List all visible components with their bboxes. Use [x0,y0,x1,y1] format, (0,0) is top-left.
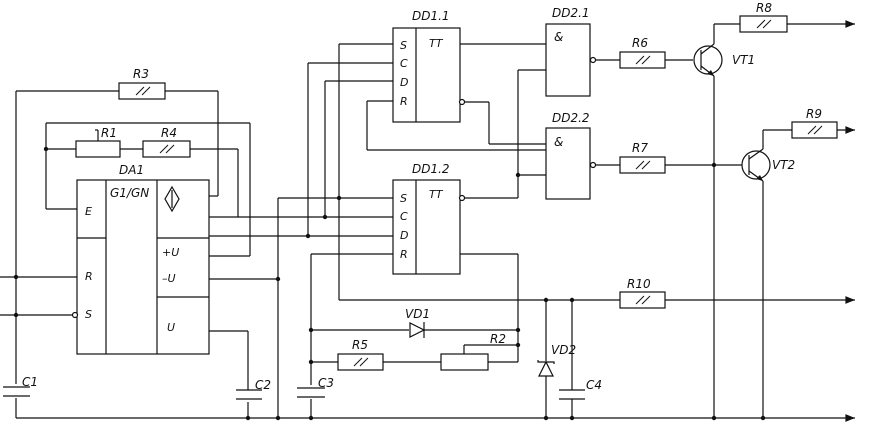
resistor-r4: R4 [142,126,191,158]
dd11-label: DD1.1 [412,9,450,23]
capacitor-c2: C2 [236,378,271,400]
capacitor-c3: C3 [297,376,334,398]
dd21-label: DD2.1 [552,6,590,20]
vt1-label: VT1 [732,53,755,67]
dd11-function: TT [429,37,444,50]
c4-label: C4 [586,378,602,392]
dd12-label: DD1.2 [412,162,450,176]
chip-da1: DA1 G1/GN E R S +U –U U [76,163,210,355]
da1-pin-r: R [85,270,93,283]
vt2-label: VT2 [772,158,795,172]
r6-label: R6 [632,36,648,50]
diode-vd1: VD1 [311,307,518,338]
dd12-pin-s: S [400,192,407,205]
diamond-arrow-icon [164,185,180,213]
diode-vd2: VD2 [537,300,576,418]
c3-label: C3 [318,376,334,390]
da1-label: DA1 [119,163,144,177]
r3-label: R3 [133,67,149,81]
r1-label: R1 [101,126,117,140]
r4-label: R4 [161,126,177,140]
resistor-r5: R5 [311,338,384,371]
resistor-r7: R7 [619,141,666,174]
gate-dd2-1: DD2.1 & [545,6,591,97]
resistor-r9: R9 [791,107,838,139]
c1-label: C1 [22,375,38,389]
c2-label: C2 [255,378,271,392]
dd12-pin-d: D [400,229,408,242]
r7-label: R7 [632,141,648,155]
chip-dd1-2: DD1.2 TT S C D R [392,162,461,275]
r2-label: R2 [490,332,506,346]
chip-dd1-1: DD1.1 TT S C D R [392,9,461,123]
dd22-label: DD2.2 [552,111,590,125]
da1-pin-s: S [85,308,92,321]
resistor-r10: R10 [619,277,666,309]
vd2-label: VD2 [551,343,576,357]
transistor-vt1: VT1 [693,43,755,77]
r5-label: R5 [352,338,368,352]
dd11-pin-r: R [400,95,408,108]
dd12-function: TT [429,188,444,201]
r8-label: R8 [756,1,772,15]
da1-pin-minus-u: –U [162,272,176,285]
dd22-function: & [554,135,563,149]
dd11-pin-c: C [400,57,408,70]
resistor-r1: R1 [75,126,121,158]
resistor-r3: R3 [118,67,166,100]
transistor-vt2: VT2 [741,148,795,182]
dd12-pin-c: C [400,210,408,223]
resistor-r8: R8 [739,1,788,33]
gate-dd2-2: DD2.2 & [545,111,591,200]
r9-label: R9 [806,107,822,121]
dd11-pin-s: S [400,39,407,52]
da1-pin-e: E [85,205,92,218]
capacitor-c1: C1 [3,375,38,397]
capacitor-c4: C4 [559,300,602,418]
da1-function: G1/GN [110,186,149,200]
r10-label: R10 [627,277,651,291]
da1-pin-plus-u: +U [162,246,179,259]
dd12-pin-r: R [400,248,408,261]
dd21-function: & [554,30,563,44]
da1-pin-u: U [167,321,175,334]
dd11-pin-d: D [400,76,408,89]
resistor-r6: R6 [619,36,666,69]
resistor-r2: R2 [440,332,518,371]
vd1-label: VD1 [405,307,430,321]
